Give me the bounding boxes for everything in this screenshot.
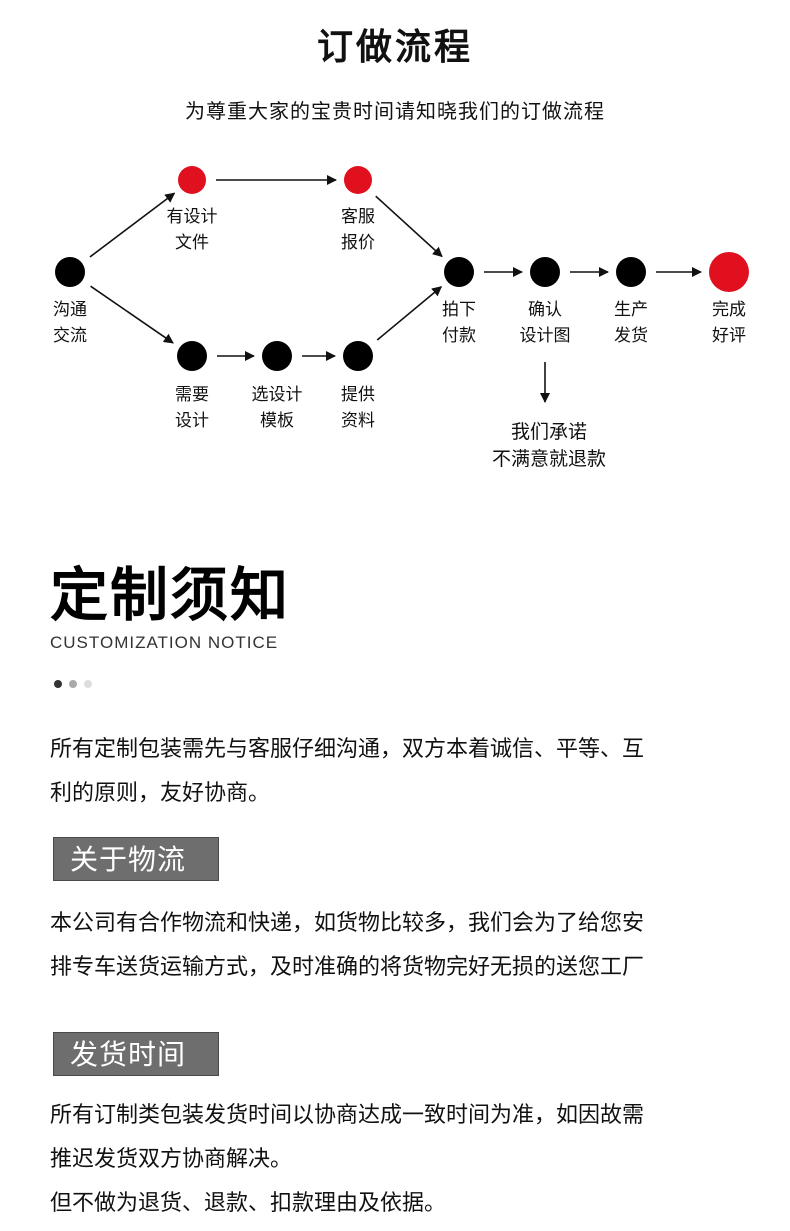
flow-node-label: 付款	[442, 326, 476, 346]
flow-node-n7	[530, 257, 560, 287]
flow-arrow-n0-n3	[90, 285, 174, 344]
page-indicator-dots	[54, 680, 92, 688]
shipping-time-paragraph: 所有订制类包装发货时间以协商达成一致时间为准，如因故需 推迟发货双方协商解决。 …	[50, 1094, 750, 1226]
flow-arrow-n5-n6	[376, 286, 443, 341]
intro-paragraph: 所有定制包装需先与客服仔细沟通，双方本着诚信、平等、互 利的原则，友好协商。	[50, 728, 750, 816]
indicator-dot	[69, 680, 77, 688]
logistics-line: 排专车送货运输方式，及时准确的将货物完好无损的送您工厂	[50, 955, 645, 980]
flow-node-n9	[709, 252, 749, 292]
shipping-line: 推迟发货双方协商解决。	[50, 1147, 293, 1172]
flow-node-label: 需要	[175, 385, 209, 405]
flow-node-n8	[616, 257, 646, 287]
notice-title: 定制须知	[50, 561, 291, 629]
flow-node-label: 报价	[341, 233, 375, 253]
flow-node-label: 客服	[341, 207, 375, 227]
flow-node-label: 确认	[528, 300, 562, 320]
flow-node-label: 设计图	[520, 326, 571, 346]
indicator-dot	[84, 680, 92, 688]
indicator-dot	[54, 680, 62, 688]
logistics-label: 关于物流	[53, 837, 219, 881]
flow-node-label: 选设计	[252, 385, 303, 405]
flow-arrow-n2-n6	[375, 195, 443, 258]
flow-node-label: 文件	[175, 233, 209, 253]
shipping-line: 但不做为退货、退款、扣款理由及依据。	[50, 1191, 447, 1216]
flow-node-label: 有设计	[167, 207, 218, 227]
flow-node-n6	[444, 257, 474, 287]
logistics-paragraph: 本公司有合作物流和快递，如货物比较多，我们会为了给您安 排专车送货运输方式，及时…	[50, 902, 750, 990]
flow-node-label: 拍下	[442, 300, 476, 320]
flow-node-n3	[177, 341, 207, 371]
page-title: 订做流程	[316, 26, 473, 68]
flow-node-label: 生产	[614, 300, 648, 320]
flow-node-n1	[178, 166, 206, 194]
flow-node-n5	[343, 341, 373, 371]
flow-node-label: 提供	[341, 385, 375, 405]
flow-node-label: 设计	[175, 411, 209, 431]
intro-line: 利的原则，友好协商。	[50, 781, 271, 806]
logistics-line: 本公司有合作物流和快递，如货物比较多，我们会为了给您安	[50, 911, 645, 936]
intro-line: 所有定制包装需先与客服仔细沟通，双方本着诚信、平等、互	[50, 737, 645, 762]
flow-node-label: 模板	[260, 411, 294, 431]
flow-node-n2	[344, 166, 372, 194]
shipping-time-label: 发货时间	[53, 1032, 219, 1076]
flow-node-n4	[262, 341, 292, 371]
shipping-line: 所有订制类包装发货时间以协商达成一致时间为准，如因故需	[50, 1103, 645, 1128]
page-subtitle: 为尊重大家的宝贵时间请知晓我们的订做流程	[185, 99, 605, 123]
flow-node-label: 沟通	[53, 300, 87, 320]
notice-subtitle: CUSTOMIZATION NOTICE	[50, 633, 279, 652]
flow-node-n0	[55, 257, 85, 287]
promise-text: 不满意就退款	[492, 448, 606, 470]
flow-node-label: 交流	[53, 326, 87, 346]
flow-node-label: 发货	[614, 326, 648, 346]
flow-node-label: 完成	[712, 300, 746, 320]
flow-node-label: 资料	[341, 411, 375, 431]
flow-node-label: 好评	[712, 326, 746, 346]
promise-text: 我们承诺	[511, 421, 587, 443]
flow-arrow-n0-n1	[89, 192, 176, 258]
